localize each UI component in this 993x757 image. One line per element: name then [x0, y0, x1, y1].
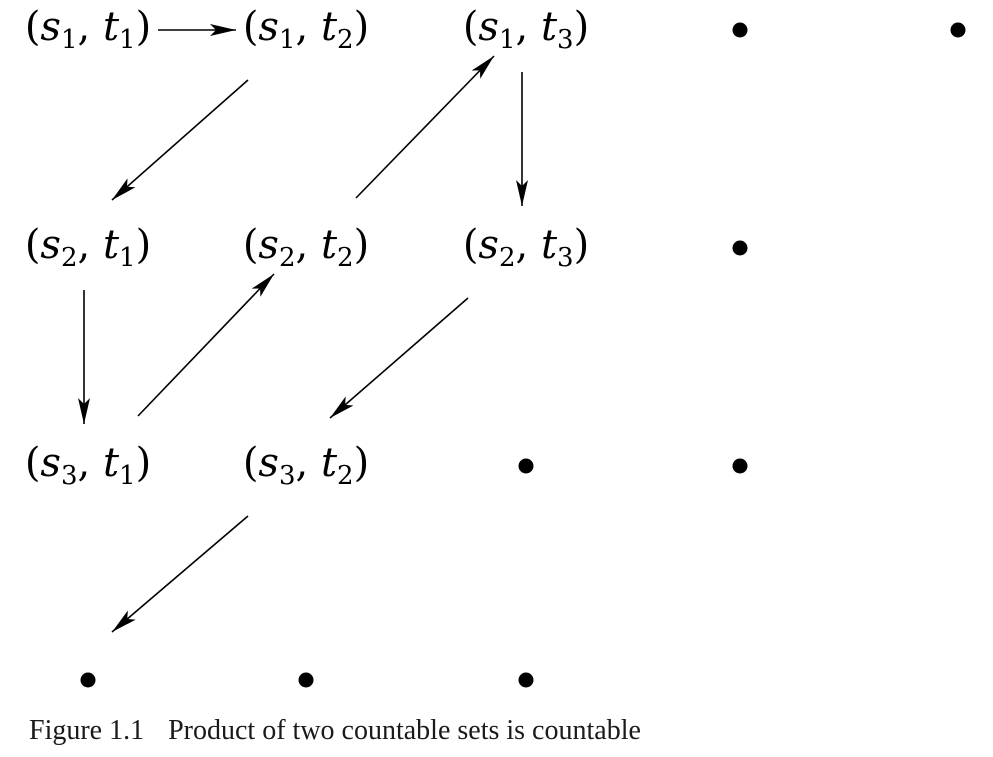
pair-s3-t2: (s3, t2)	[242, 439, 370, 492]
pair-s1-t1: (s1, t1)	[24, 3, 152, 56]
ellipsis-dot	[950, 22, 966, 38]
caption-text: Product of two countable sets is countab…	[168, 715, 641, 746]
enumeration-arrow-7	[329, 297, 469, 419]
enumeration-arrow-4	[137, 273, 275, 417]
pair-s2-t2: (s2, t2)	[242, 221, 370, 274]
ellipsis-dot	[732, 240, 748, 256]
figure-caption: Figure 1.1 Product of two countable sets …	[29, 717, 641, 745]
enumeration-arrow-2	[111, 79, 249, 201]
ellipsis-dot	[732, 458, 748, 474]
pair-s2-t1: (s2, t1)	[24, 221, 152, 274]
pair-s3-t1: (s3, t1)	[24, 439, 152, 492]
pair-s1-t2: (s1, t2)	[242, 3, 370, 56]
caption-number: Figure 1.1	[29, 715, 145, 746]
pair-s2-t3: (s2, t3)	[462, 221, 590, 274]
pair-s1-t3: (s1, t3)	[462, 3, 590, 56]
enumeration-arrow-8	[111, 515, 249, 633]
enumeration-arrow-5	[355, 55, 495, 199]
ellipsis-dot	[298, 672, 314, 688]
ellipsis-dot	[518, 672, 534, 688]
ellipsis-dot	[518, 458, 534, 474]
ellipsis-dot	[80, 672, 96, 688]
ellipsis-dot	[732, 22, 748, 38]
